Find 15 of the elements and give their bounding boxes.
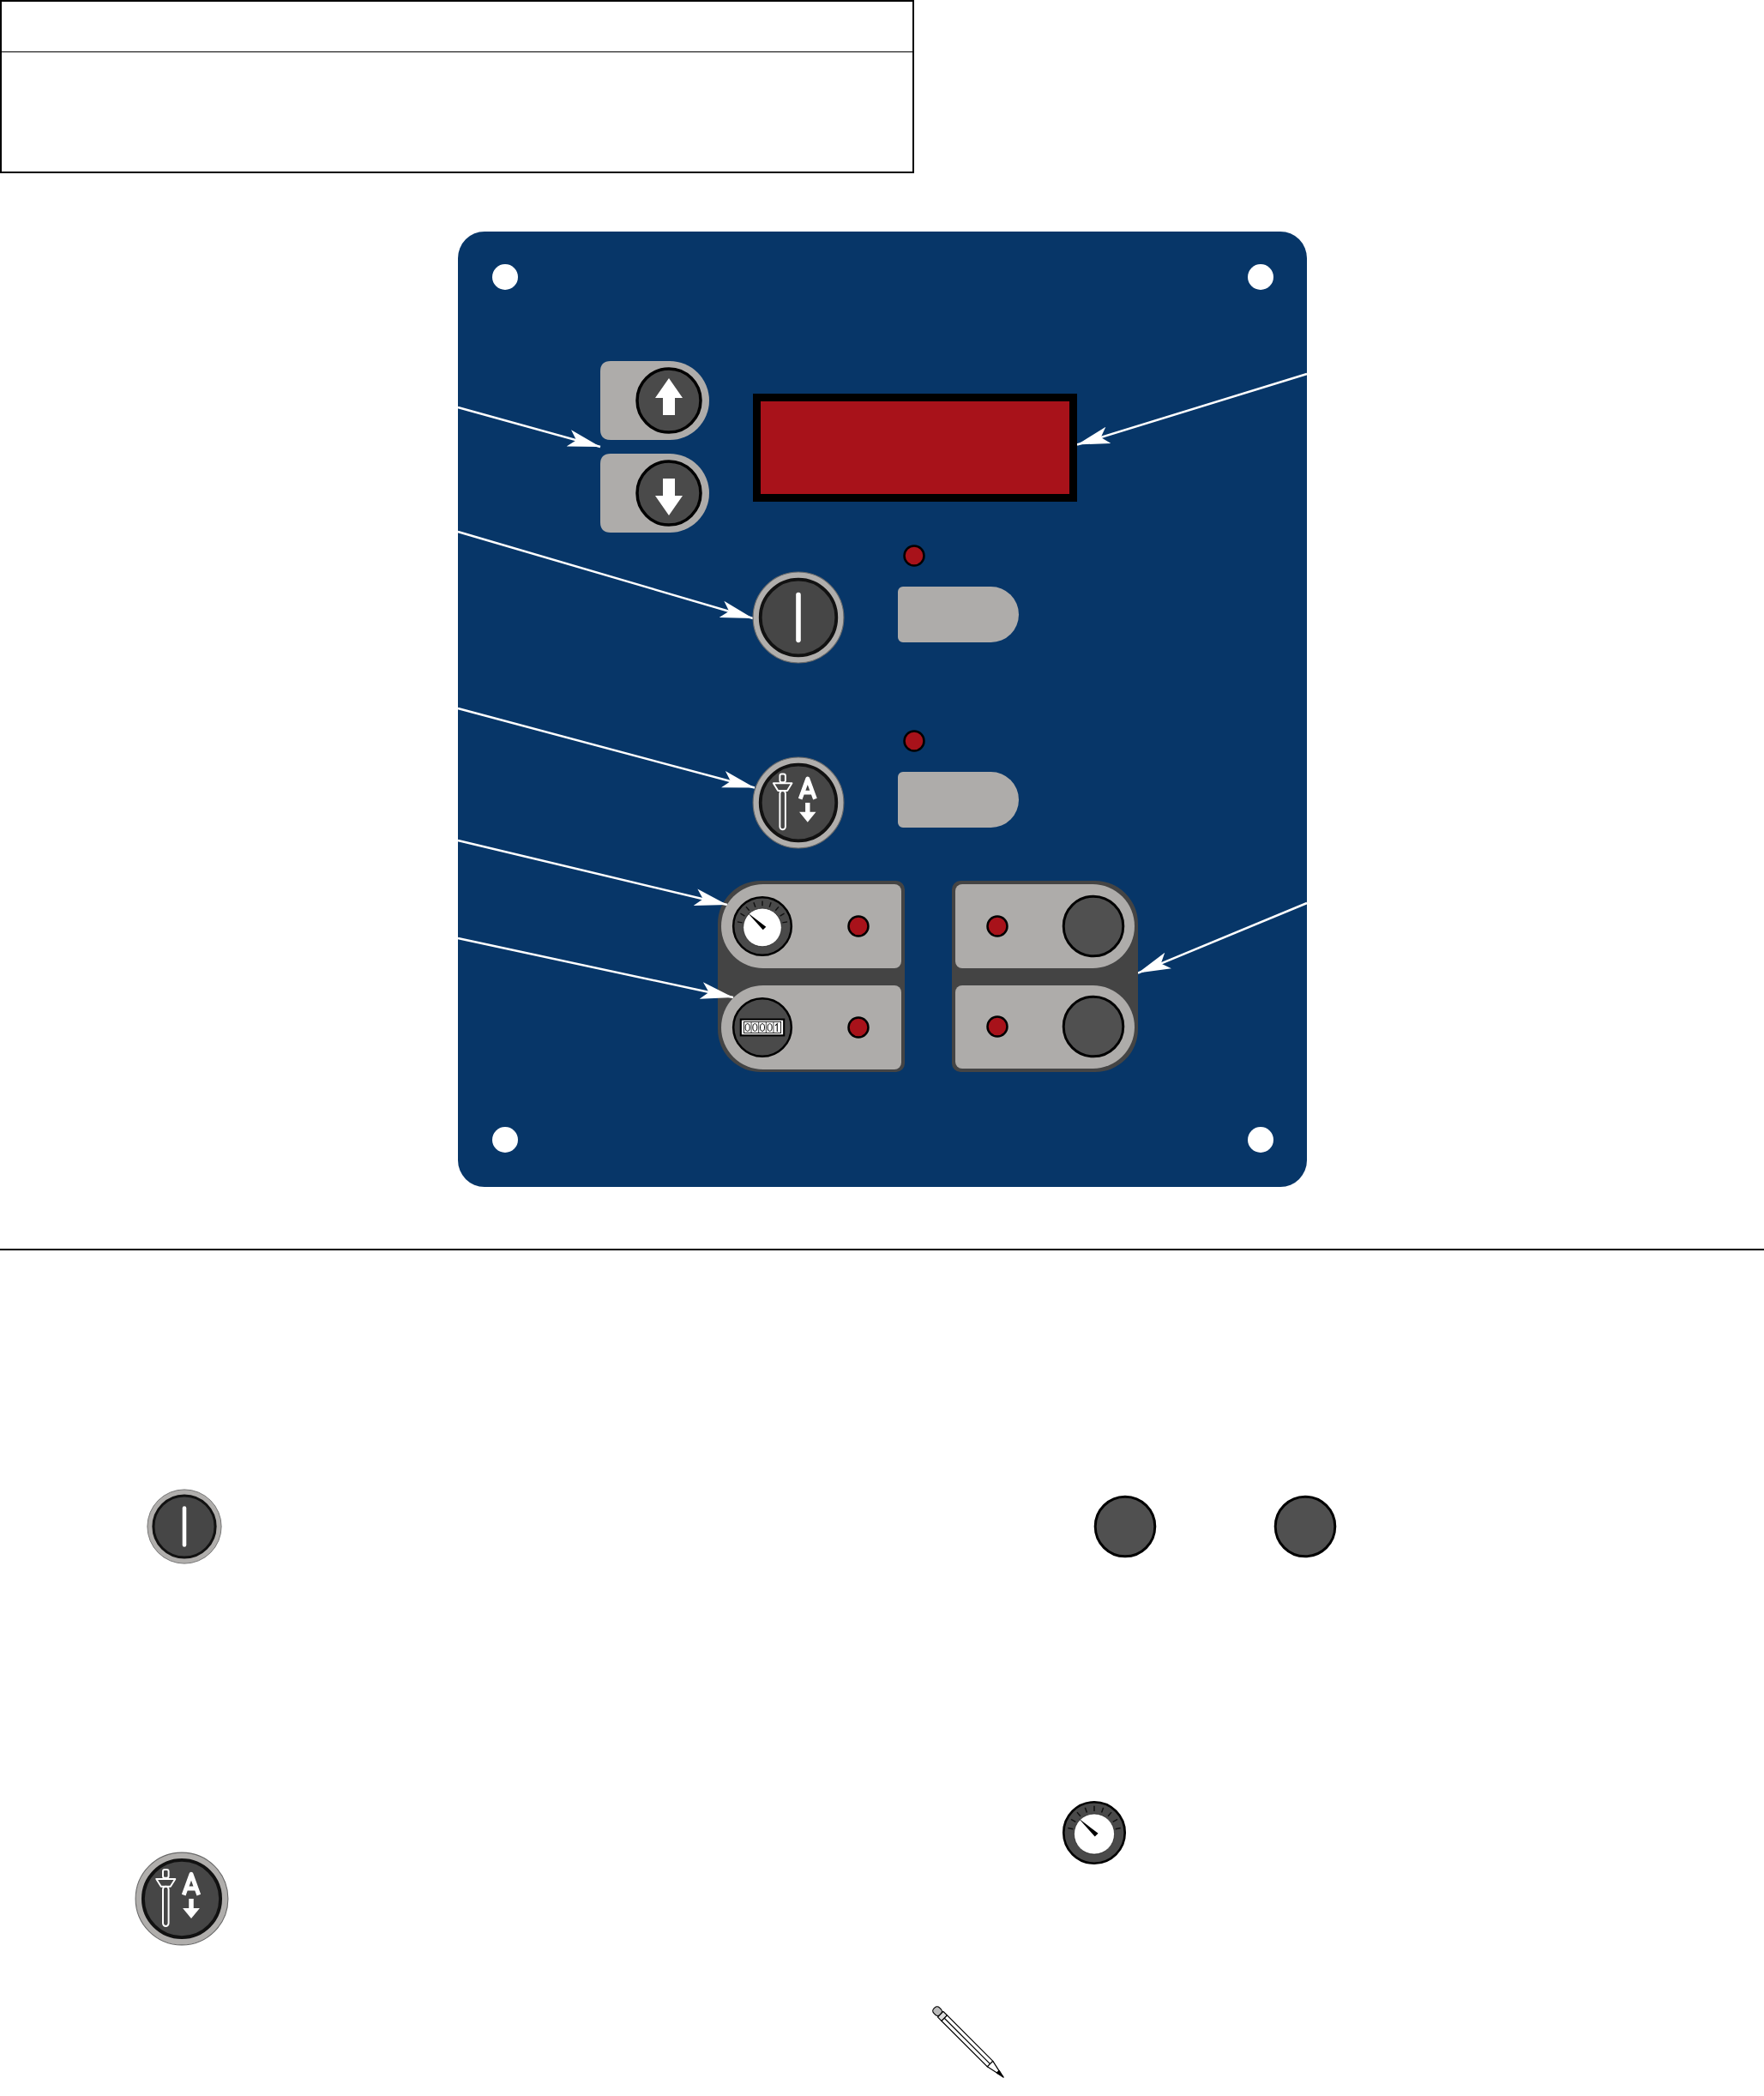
tool-a-arrow-button-icon [752, 756, 845, 849]
counter-key [721, 985, 901, 1069]
leader-arrow [457, 707, 756, 789]
power-button-icon [752, 571, 845, 664]
leader-arrow [457, 839, 728, 906]
control-panel [458, 232, 1307, 1187]
leader-arrow [457, 937, 734, 999]
digital-display [753, 394, 1077, 502]
leader-arrow [1076, 372, 1308, 446]
leader-arrow [1137, 901, 1308, 974]
leader-arrow [457, 406, 601, 449]
leader-arrow [457, 530, 754, 620]
key-block [952, 881, 1138, 1072]
gauge-key [721, 884, 901, 968]
arrow-key-pair [600, 361, 709, 533]
